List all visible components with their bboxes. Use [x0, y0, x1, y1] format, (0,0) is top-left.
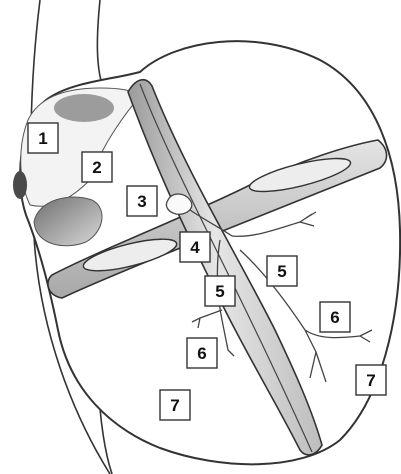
label-3: 3: [127, 186, 157, 216]
label-5-left-text: 5: [215, 282, 224, 301]
label-6-right: 6: [320, 302, 350, 332]
label-7-left: 7: [160, 390, 190, 420]
label-5-left: 5: [205, 276, 235, 306]
label-6-right-text: 6: [330, 308, 339, 327]
label-5-right-text: 5: [277, 262, 286, 281]
label-5-right: 5: [267, 256, 297, 286]
label-4-text: 4: [190, 238, 200, 257]
label-7-right: 7: [356, 365, 386, 395]
shadow-blob-small: [13, 171, 27, 199]
label-6-left: 6: [187, 338, 217, 368]
label-7-right-text: 7: [366, 371, 375, 390]
label-2-text: 2: [92, 158, 101, 177]
label-4: 4: [180, 232, 210, 262]
label-1: 1: [28, 123, 58, 153]
vessel-hilum-knot: [166, 194, 191, 214]
label-3-text: 3: [137, 192, 146, 211]
label-6-left-text: 6: [197, 344, 206, 363]
label-1-text: 1: [38, 129, 47, 148]
shadow-blob-upper: [54, 94, 114, 122]
label-7-left-text: 7: [170, 396, 179, 415]
abdominal-wall-line-right: [97, 0, 104, 90]
label-2: 2: [82, 152, 112, 182]
